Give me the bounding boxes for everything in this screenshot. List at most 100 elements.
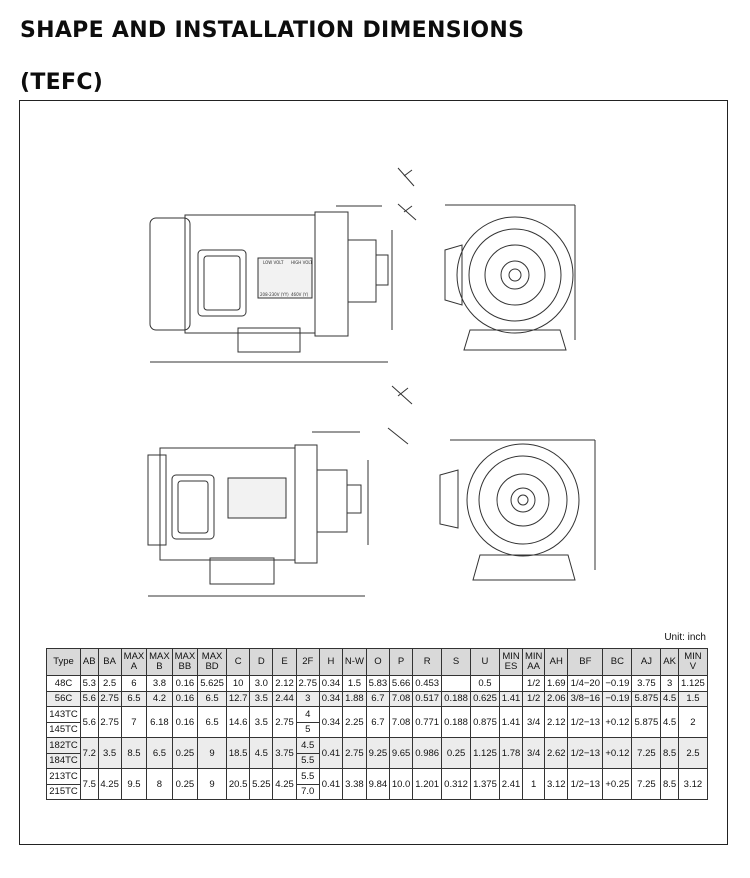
- table-cell: 3.0: [249, 675, 274, 692]
- table-cell: 7.5: [80, 768, 99, 800]
- column-header: AK: [660, 648, 679, 676]
- column-header: AH: [544, 648, 569, 676]
- table-cell: 0.25: [441, 737, 472, 769]
- side-view-top: [149, 205, 393, 363]
- table-cell: 1.5: [342, 675, 367, 692]
- column-header: AB: [80, 648, 99, 676]
- table-cell: 7.25: [631, 768, 662, 800]
- table-cell: 2.25: [342, 706, 367, 738]
- table-cell: 9.65: [388, 737, 414, 769]
- table-cell: 1/2−13: [567, 737, 604, 769]
- table-cell: 2.41: [498, 768, 524, 800]
- table-cell: 0.16: [171, 675, 199, 692]
- table-cell: 5.5: [295, 752, 320, 769]
- keyway-detail-bottom: [387, 385, 413, 445]
- table-cell: 0.875: [470, 706, 500, 738]
- table-cell: 1/4−20: [567, 675, 604, 692]
- table-cell: 1.125: [677, 675, 709, 692]
- table-cell: 6.5: [197, 690, 228, 707]
- table-cell: 1/2−13: [567, 768, 604, 800]
- table-cell: 0.453: [412, 675, 443, 692]
- table-cell: 10: [226, 675, 251, 692]
- table-cell: 4.25: [272, 768, 297, 800]
- page-subtitle: (TEFC): [20, 70, 104, 95]
- table-cell: 3.75: [272, 737, 297, 769]
- table-cell: 6.7: [365, 690, 391, 707]
- table-cell: 9.84: [365, 768, 391, 800]
- table-cell: 2.44: [272, 690, 297, 707]
- column-header: BC: [602, 648, 633, 676]
- table-cell: 8.5: [120, 737, 148, 769]
- table-cell: 182TC: [45, 737, 82, 754]
- end-view-bottom: [439, 439, 596, 581]
- table-cell: 5.66: [388, 675, 414, 692]
- table-cell: +0.12: [602, 737, 633, 769]
- table-cell: 4.5: [249, 737, 274, 769]
- table-cell: 213TC: [45, 768, 82, 785]
- table-cell: 1.88: [342, 690, 367, 707]
- page-title: SHAPE AND INSTALLATION DIMENSIONS: [20, 18, 525, 43]
- column-header: C: [226, 648, 251, 676]
- table-cell: 3.75: [631, 675, 662, 692]
- table-cell: 0.16: [171, 706, 199, 738]
- table-cell: 5.875: [631, 690, 662, 707]
- table-cell: 0.517: [412, 690, 443, 707]
- table-cell: 6.5: [120, 690, 148, 707]
- table-cell: −0.19: [602, 690, 633, 707]
- table-cell: 0.41: [318, 737, 344, 769]
- table-cell: 8: [146, 768, 173, 800]
- table-cell: 2.5: [97, 675, 122, 692]
- table-cell: 215TC: [45, 783, 82, 800]
- drawing-label-range-high: 460V (Y): [291, 292, 309, 297]
- table-cell: 9: [197, 768, 228, 800]
- table-cell: 2.06: [544, 690, 569, 707]
- table-cell: 0.34: [318, 675, 344, 692]
- table-cell: 6.7: [365, 706, 391, 738]
- table-cell: 0.16: [171, 690, 199, 707]
- table-cell: 1.69: [544, 675, 569, 692]
- table-cell: 2.75: [97, 690, 122, 707]
- column-header: O: [365, 648, 391, 676]
- column-header: R: [412, 648, 443, 676]
- drawing-label-range-low: 208-230V (YY): [260, 292, 289, 297]
- table-cell: 3/8−16: [567, 690, 604, 707]
- table-cell: 1/2: [522, 690, 546, 707]
- table-cell: 10.0: [388, 768, 414, 800]
- table-cell: 3.12: [544, 768, 569, 800]
- table-cell: 1/2: [522, 675, 546, 692]
- table-cell: 2.75: [295, 675, 320, 692]
- table-cell: 0.771: [412, 706, 443, 738]
- table-cell: 3/4: [522, 737, 546, 769]
- drawing-label-low-volt: LOW VOLT: [263, 260, 284, 265]
- table-cell: 2.75: [97, 706, 122, 738]
- table-cell: 8.5: [660, 768, 679, 800]
- table-cell: 0.188: [441, 690, 472, 707]
- table-cell: 2.5: [677, 737, 709, 769]
- table-cell: 6.18: [146, 706, 173, 738]
- table-cell: 1: [522, 768, 546, 800]
- column-header: H: [318, 648, 344, 676]
- table-cell: 1.41: [498, 690, 524, 707]
- column-header: N-W: [342, 648, 367, 676]
- table-cell: +0.25: [602, 768, 633, 800]
- table-cell: 0.188: [441, 706, 472, 738]
- column-header: E: [272, 648, 297, 676]
- table-cell: 12.7: [226, 690, 251, 707]
- table-cell: 0.41: [318, 768, 344, 800]
- table-cell: 48C: [45, 675, 82, 692]
- table-cell: 5.875: [631, 706, 662, 738]
- table-cell: 0.986: [412, 737, 443, 769]
- table-cell: 1.5: [677, 690, 709, 707]
- table-cell: 8.5: [660, 737, 679, 769]
- table-cell: 14.6: [226, 706, 251, 738]
